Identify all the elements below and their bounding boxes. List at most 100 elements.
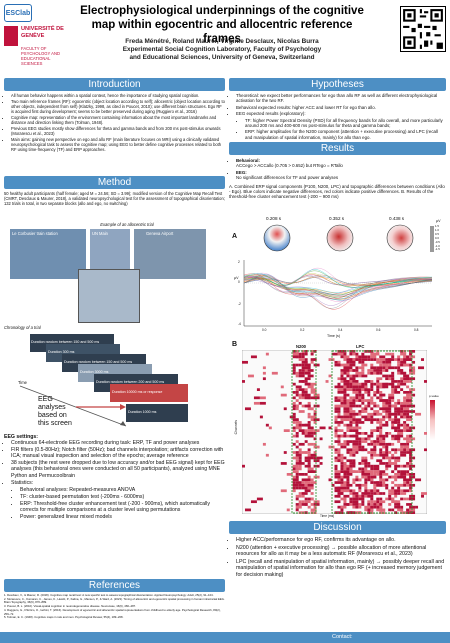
tfce-cell <box>313 410 317 413</box>
tfce-cell <box>280 393 287 397</box>
tfce-cell <box>298 352 302 356</box>
stats-item: Behavioral analyses: Repeated-measures A… <box>20 487 225 493</box>
tfce-cell <box>355 374 359 378</box>
tfce-cell <box>340 508 344 512</box>
colorbar-ticks: 1.5 1.0 0.5 0.0 -0.5 -1.0 -1.5 <box>435 224 445 253</box>
tfce-cell <box>304 503 308 506</box>
tfce-cell <box>304 371 311 375</box>
colorbar-tick: -1.0 <box>435 243 440 248</box>
tfce-cell <box>352 478 359 482</box>
tfce-cell <box>361 470 368 473</box>
tfce-cell <box>340 388 344 391</box>
tfce-cell <box>367 371 374 375</box>
tfce-cell <box>343 503 350 506</box>
tfce-cell <box>346 503 350 506</box>
reference-item: 5. Tolman, E. C. (1948). Cognitive maps … <box>4 615 124 620</box>
tfce-cell <box>403 489 410 493</box>
tfce-cell <box>310 350 314 353</box>
tfce-cell <box>367 464 371 468</box>
tfce-cell <box>424 432 427 435</box>
tfce-cell <box>385 464 392 468</box>
tfce-cell <box>382 415 386 419</box>
erp-traces <box>243 267 433 310</box>
tfce-cell <box>376 418 380 422</box>
tfce-cell <box>292 391 296 394</box>
tfce-cell <box>343 489 350 493</box>
tfce-cell <box>367 470 374 473</box>
eeg-setting-item: Statistics: <box>11 480 225 486</box>
tfce-cell <box>391 448 395 452</box>
tfce-cell <box>295 363 299 367</box>
tfce-cell <box>301 380 305 383</box>
tfce-cell <box>379 355 386 359</box>
intro-item: All human behavior happens within a spat… <box>11 93 225 98</box>
lpc-window <box>331 350 413 514</box>
tfce-cell <box>361 462 368 465</box>
tfce-cell <box>361 407 368 411</box>
tfce-cell <box>298 442 305 446</box>
tfce-cell <box>397 358 401 361</box>
tfce-cell <box>391 404 398 408</box>
sequence-label-2: Duration 300 ms <box>48 350 75 354</box>
tfce-cell <box>394 426 401 430</box>
tfce-cell <box>361 503 365 506</box>
sequence-label-6: Duration 10000 ms or response <box>112 390 163 394</box>
tfce-cell <box>298 423 302 427</box>
tfce-cell <box>304 489 311 493</box>
tfce-cell <box>406 462 410 465</box>
tfce-cell <box>370 401 377 405</box>
tfce-cell <box>388 508 392 512</box>
tfce-cell <box>292 475 296 479</box>
tfce-cell <box>337 486 341 490</box>
tfce-cell <box>388 374 395 378</box>
tfce-cell <box>403 380 410 383</box>
tfce-cell <box>376 377 383 381</box>
topo-time-2: 0.352 s <box>329 216 345 221</box>
tfce-cell <box>295 453 302 457</box>
tfce-cell <box>292 366 296 370</box>
tfce-cell <box>295 404 299 408</box>
tfce-cell <box>352 391 359 394</box>
tfce-cell <box>346 369 350 372</box>
tfce-cell <box>343 442 347 446</box>
tfce-cell <box>337 391 341 394</box>
tfce-cell <box>355 404 359 408</box>
tfce-cell <box>385 401 392 405</box>
hypothesis-eeg: EEG expected results (exploratory): <box>236 111 446 116</box>
tfce-cell <box>358 440 362 443</box>
tfce-cell <box>295 494 302 498</box>
tfce-cell <box>400 369 404 372</box>
tfce-cell <box>391 475 398 479</box>
authors: Freda Ménétré, Roland Maurer, Virginie D… <box>125 38 319 45</box>
colorbar-tick: 1.0 <box>435 227 439 232</box>
tfce-cell <box>385 445 389 449</box>
tfce-cell <box>352 459 356 463</box>
tfce-cell <box>361 415 368 419</box>
tfce-cell <box>376 429 380 432</box>
tfce-cell <box>298 500 302 504</box>
tfce-cell <box>298 371 305 375</box>
tfce-cell <box>370 478 374 482</box>
tfce-cell <box>355 475 359 479</box>
tfce-cell <box>280 385 284 389</box>
tfce-cell <box>295 486 299 490</box>
tfce-cell <box>310 481 317 484</box>
tfce-cell <box>361 437 365 441</box>
tfce-cell <box>292 396 296 400</box>
tfce-cell <box>304 423 311 427</box>
tfce-cell <box>406 434 413 438</box>
tfce-cell <box>349 467 353 471</box>
tfce-cell <box>295 481 302 484</box>
tfce-cell <box>262 377 266 381</box>
tfce-cell <box>358 467 362 471</box>
tfce-cell <box>343 423 347 427</box>
tfce-cell <box>313 396 320 400</box>
tfce-cell <box>394 483 398 487</box>
tfce-cell <box>253 401 260 405</box>
tfce-cell <box>307 451 311 454</box>
references-heading: References <box>4 579 225 592</box>
tfce-cell <box>385 451 389 454</box>
tfce-cell <box>367 393 371 397</box>
sequence-label-5: Duration random between 200 and 500 ms <box>96 380 165 384</box>
tfce-cell <box>343 434 347 438</box>
